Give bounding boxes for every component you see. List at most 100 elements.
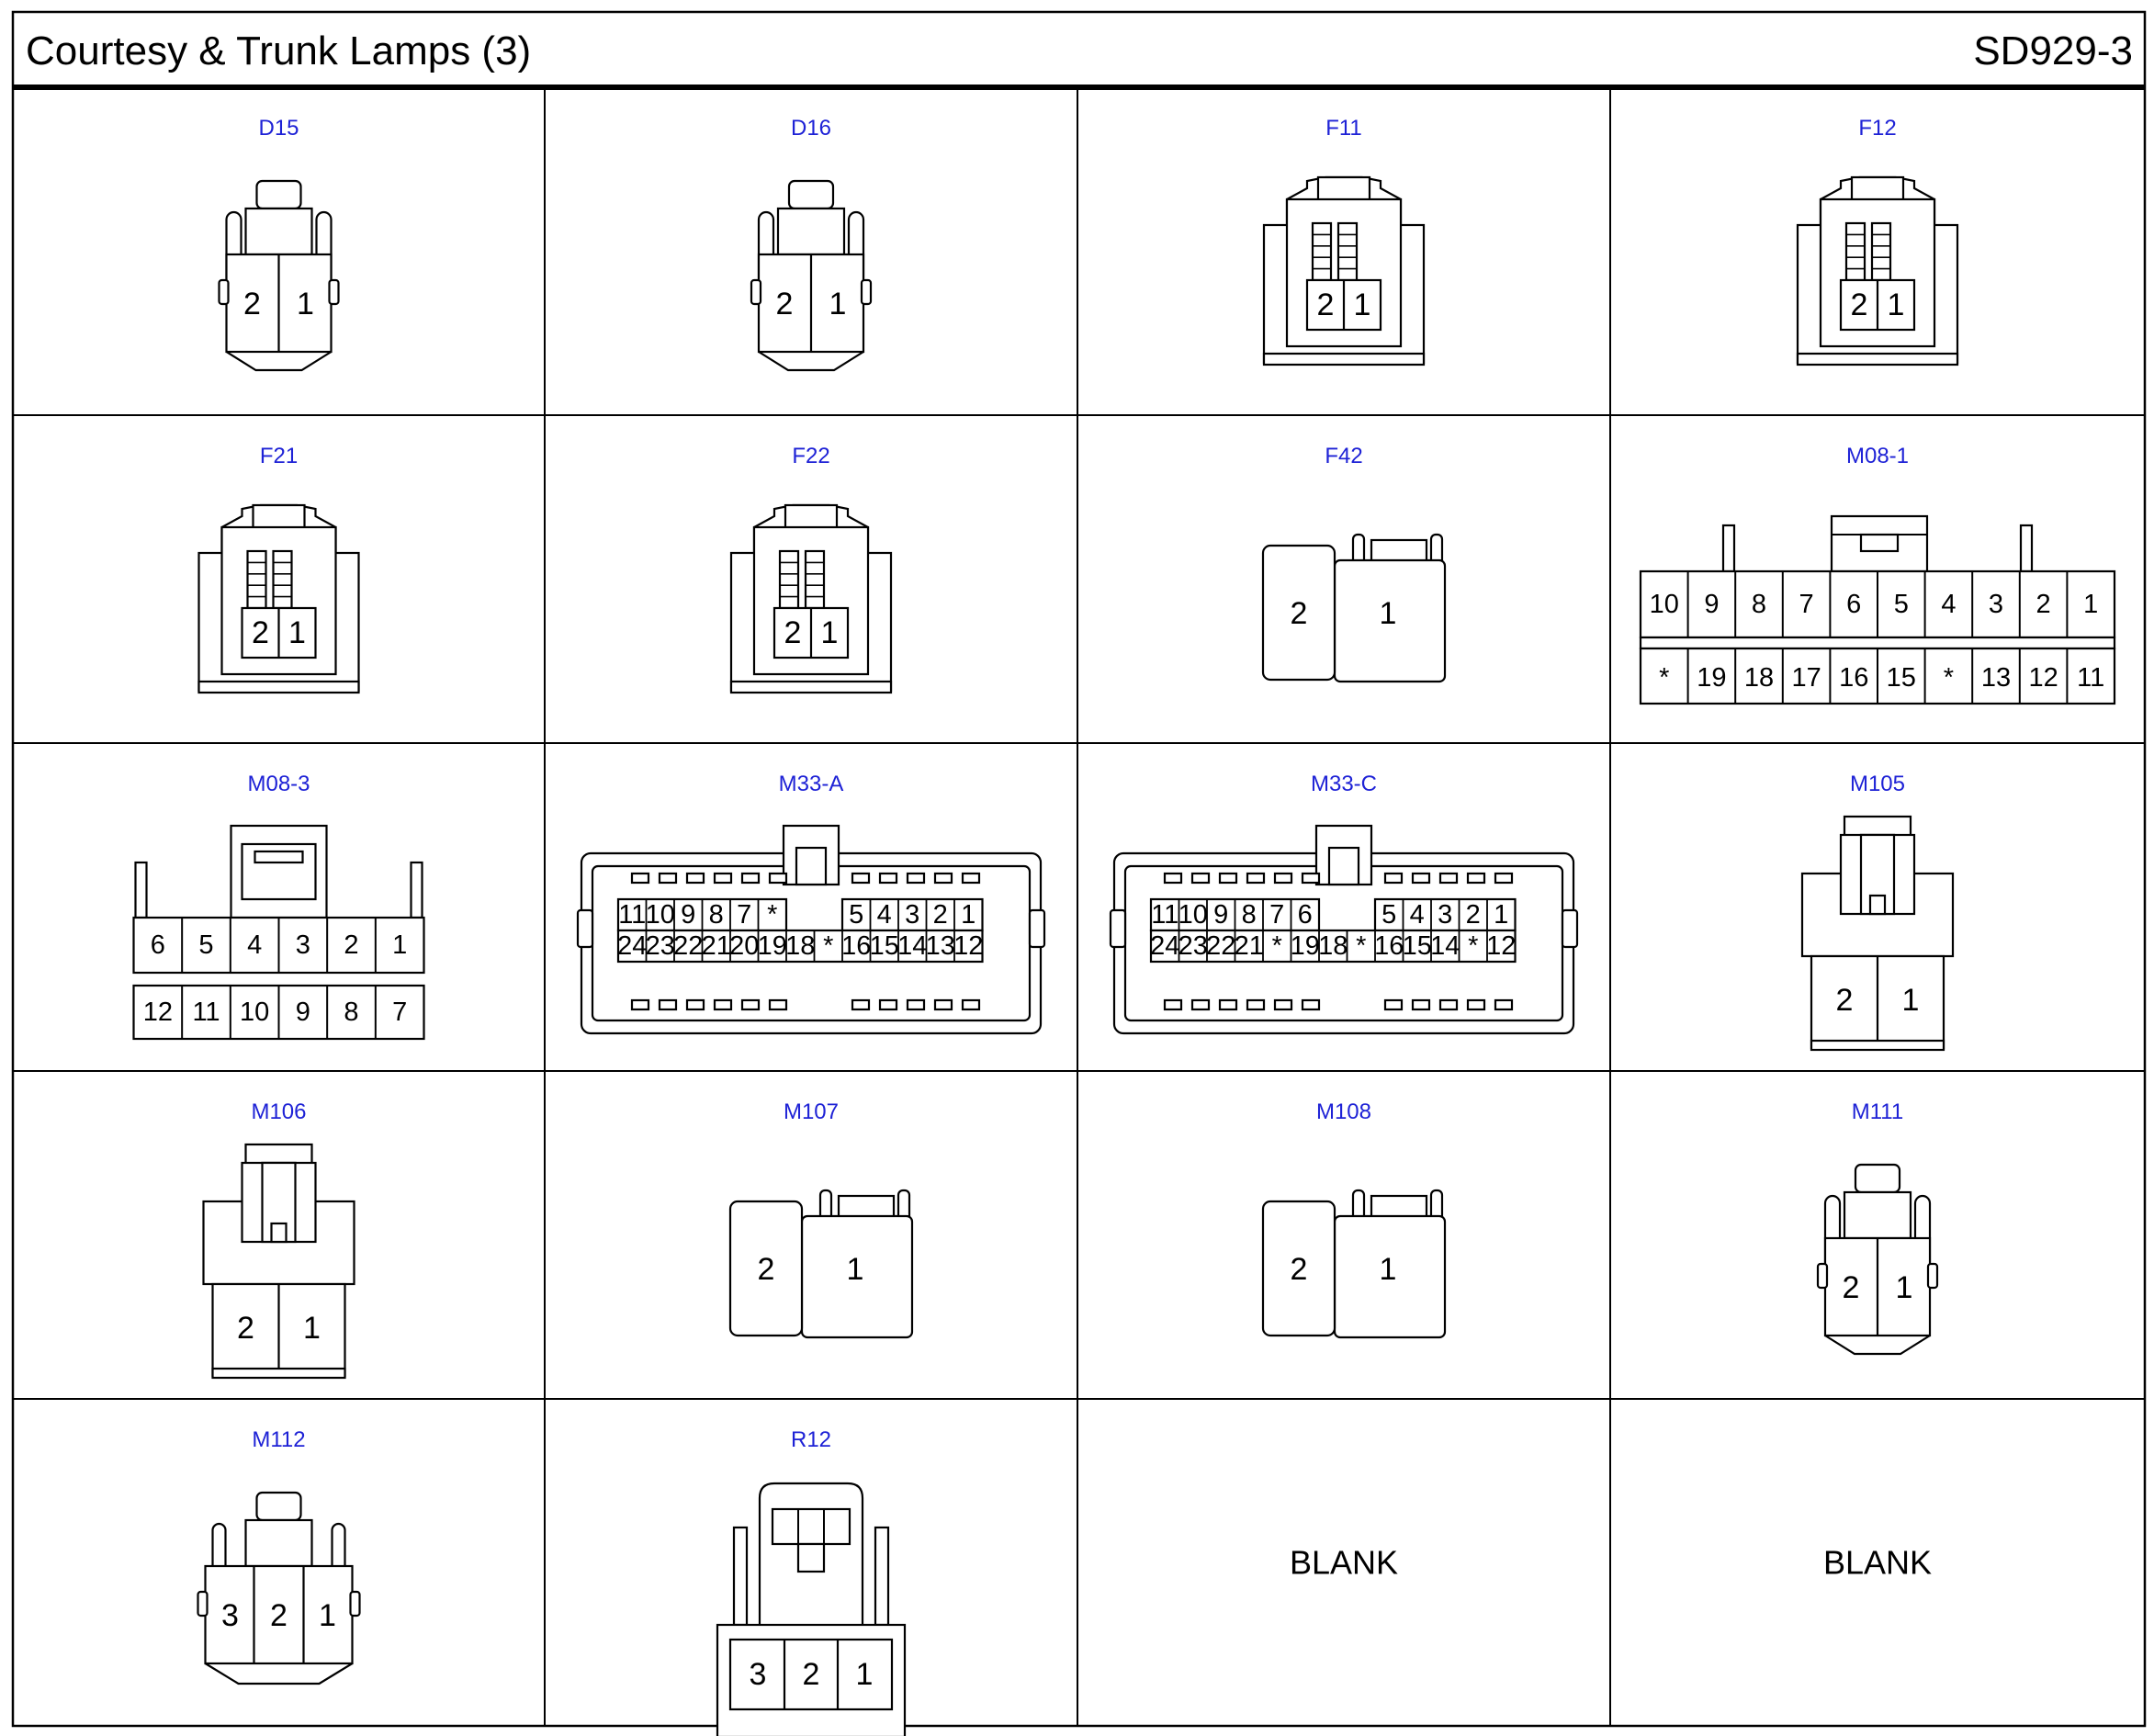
- side-nub-right: [349, 1590, 361, 1618]
- connector-label: F22: [792, 444, 829, 468]
- sheet-border: [11, 10, 2147, 1728]
- shell-base: [1262, 352, 1426, 366]
- connector-tail: [758, 351, 864, 372]
- side-nub-right: [1028, 908, 1046, 949]
- terminal-tab: [961, 872, 981, 885]
- pin-label: 7: [1799, 590, 1814, 619]
- pin-label: 2: [243, 287, 261, 321]
- pin-label: 4: [1410, 900, 1425, 930]
- pin-label: *: [1659, 663, 1669, 693]
- connector-label: F21: [260, 444, 298, 468]
- pin-label: 7: [737, 900, 751, 930]
- pin-label: 1: [288, 615, 306, 650]
- bottom-row: [616, 929, 984, 964]
- pin-label: 1: [961, 900, 976, 930]
- lock-neck: [244, 1518, 313, 1568]
- pin-label: 18: [1744, 663, 1774, 693]
- pin-label: 1: [847, 1252, 864, 1287]
- pin-label: 2: [252, 615, 269, 650]
- terminal-tab: [768, 872, 788, 885]
- pin-label: 7: [392, 998, 407, 1027]
- pin-label: 2: [237, 1311, 254, 1346]
- connector-label: M112: [252, 1427, 305, 1452]
- pin-label: 9: [681, 900, 695, 930]
- pin-label: 21: [1235, 931, 1264, 961]
- lock-tab: [787, 179, 835, 210]
- terminal-tab: [713, 872, 733, 885]
- terminal-tab: [713, 998, 733, 1011]
- pin-label: *: [1944, 663, 1954, 693]
- lock-tab: [255, 1491, 302, 1522]
- terminal-slot: [1844, 221, 1866, 282]
- connector-label: D15: [258, 116, 299, 141]
- pin-label: 2: [803, 1657, 820, 1692]
- post-right: [410, 861, 423, 919]
- terminal-slot: [1336, 221, 1359, 282]
- pin-label: 2: [1843, 1270, 1860, 1305]
- connector-label: M107: [784, 1099, 839, 1124]
- pin-label: 8: [1752, 590, 1766, 619]
- connector-label: F11: [1325, 116, 1362, 141]
- side-nub-right: [328, 278, 340, 306]
- pin-row: [728, 1638, 894, 1711]
- connector-cap: [728, 1200, 804, 1337]
- terminal-tab: [1466, 872, 1486, 885]
- pin-label: 12: [953, 931, 983, 961]
- pin-label: 3: [750, 1657, 767, 1692]
- lock-tooth: [254, 850, 304, 864]
- side-post-right: [874, 1526, 890, 1627]
- connector-label: M08-1: [1846, 444, 1909, 468]
- pin-label: 2: [1466, 900, 1481, 930]
- pin-label: *: [1356, 931, 1366, 961]
- terminal-tab: [933, 998, 953, 1011]
- terminal-tab: [740, 998, 761, 1011]
- terminal-tab: [906, 998, 926, 1011]
- pin-label: 5: [849, 900, 863, 930]
- pin-label: 2: [933, 900, 948, 930]
- terminal-tab: [1494, 872, 1514, 885]
- connector-label: M08-3: [247, 772, 310, 796]
- pin-label: 2: [776, 287, 794, 321]
- connector-tail: [225, 351, 333, 372]
- page-title: Courtesy & Trunk Lamps (3): [26, 28, 531, 73]
- blank-label: BLANK: [1823, 1544, 1932, 1582]
- pin-label: 2: [1291, 1252, 1308, 1287]
- pin-label: 18: [785, 931, 815, 961]
- terminal-tab: [740, 872, 761, 885]
- pin-label: 12: [1486, 931, 1516, 961]
- pin-label: 8: [1242, 900, 1257, 930]
- pin-label: 9: [1213, 900, 1228, 930]
- pin-label: 1: [1380, 1252, 1397, 1287]
- lock-tooth: [1859, 533, 1900, 553]
- lock-neck: [244, 207, 313, 256]
- pin-label: 22: [1206, 931, 1235, 961]
- terminal-slot: [1311, 221, 1333, 282]
- terminal-tab: [1466, 998, 1486, 1011]
- pin-label: *: [1468, 931, 1478, 961]
- terminal-slot: [246, 549, 267, 610]
- pin-label: 7: [1269, 900, 1284, 930]
- connector-tail: [1824, 1335, 1931, 1356]
- lock-tab: [255, 179, 302, 210]
- connector-hood: [758, 1482, 864, 1625]
- side-nub-left: [218, 278, 230, 306]
- pin-label: 1: [1888, 287, 1905, 322]
- connector-label: M105: [1850, 772, 1905, 796]
- pin-label: 11: [192, 998, 220, 1027]
- terminal-tab: [1273, 998, 1293, 1011]
- blank-label: BLANK: [1290, 1544, 1398, 1582]
- side-nub-left: [1109, 908, 1127, 949]
- connector-label: M33-A: [779, 772, 844, 796]
- connector-label: D16: [791, 116, 831, 141]
